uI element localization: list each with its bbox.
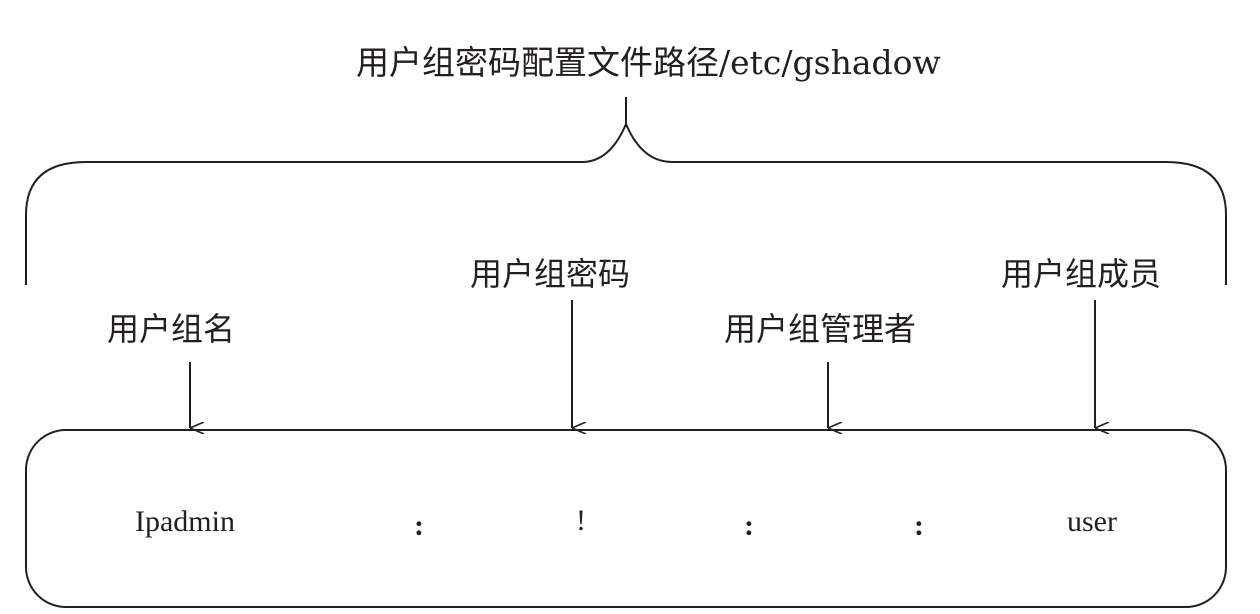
separator-3: :	[914, 509, 924, 542]
value-group-name: Ipadmin	[135, 505, 235, 538]
label-group-admin: 用户组管理者	[724, 310, 917, 348]
record-box	[25, 429, 1227, 608]
value-group-password: !	[576, 504, 586, 537]
separator-2: :	[744, 509, 754, 542]
label-group-name: 用户组名	[107, 310, 236, 348]
separator-1: :	[414, 509, 424, 542]
value-group-members: user	[1067, 505, 1117, 538]
label-group-members: 用户组成员	[1001, 255, 1162, 293]
label-group-password: 用户组密码	[470, 255, 631, 293]
diagram-title: 用户组密码配置文件路径/etc/gshadow	[356, 43, 941, 82]
